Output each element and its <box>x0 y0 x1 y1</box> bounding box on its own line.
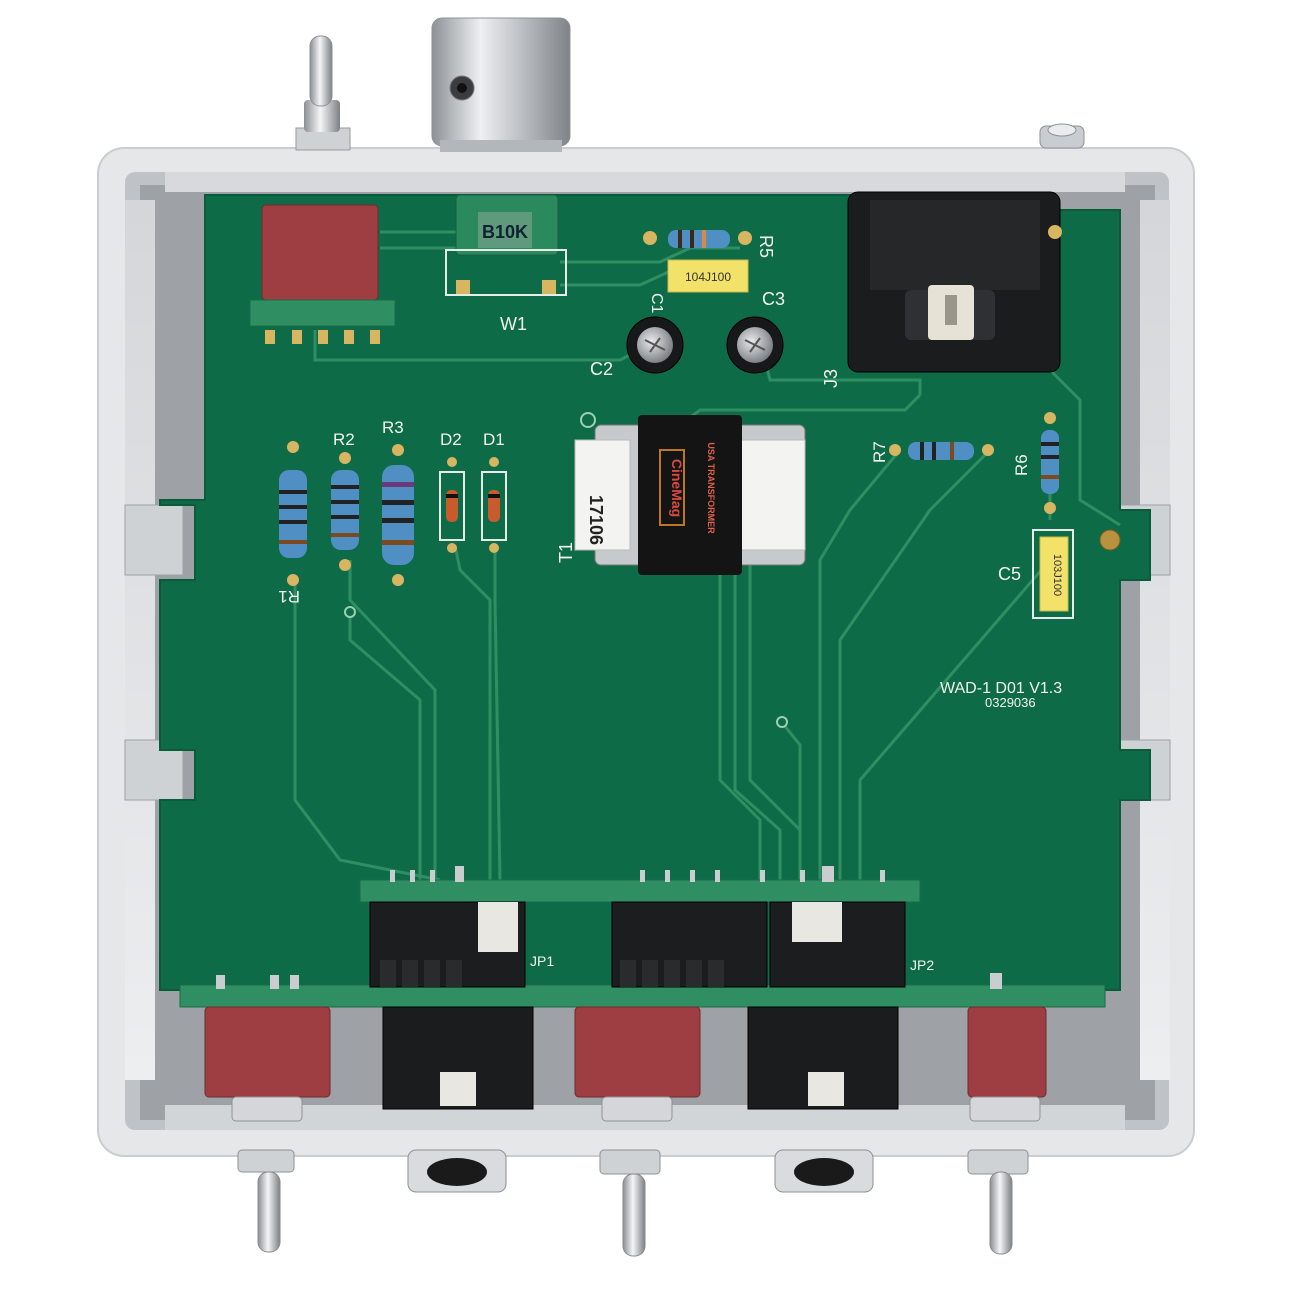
resistor-r7 <box>889 442 994 460</box>
bottom-switch-3-body <box>967 1006 1047 1098</box>
label-c2: C2 <box>590 359 613 379</box>
label-c1: C1 <box>648 293 665 314</box>
bottom-jack-socket-1[interactable] <box>407 1149 507 1193</box>
label-r7: R7 <box>870 441 889 463</box>
pcb-switch-top-left[interactable] <box>249 204 396 344</box>
jack-jp2-upper <box>611 901 906 988</box>
label-w1: W1 <box>500 314 527 334</box>
diode-d2 <box>439 457 465 553</box>
transformer-t1: 17106 CineMag USA TRANSFORMER <box>574 415 806 575</box>
c5-marking: 103J100 <box>1051 554 1063 596</box>
capacitor-c3: 104J100 <box>667 259 749 293</box>
label-c5: C5 <box>998 564 1021 584</box>
resistor-r1 <box>279 441 307 586</box>
bottom-toggle-switch-1[interactable] <box>231 1096 303 1253</box>
level-knob[interactable] <box>431 17 571 152</box>
xlr-connector-j3[interactable] <box>847 191 1062 373</box>
bottom-toggle-switch-2[interactable] <box>599 1096 673 1257</box>
resistor-r6 <box>1041 412 1059 514</box>
bottom-jack-1-body <box>382 1006 534 1110</box>
transformer-subtitle: USA TRANSFORMER <box>706 442 716 534</box>
pcb-board <box>159 194 1151 991</box>
resistor-r2 <box>331 452 359 571</box>
label-j3: J3 <box>821 369 841 388</box>
board-serial: 0329036 <box>985 695 1036 710</box>
potentiometer-w1: B10K <box>445 194 567 296</box>
label-d1: D1 <box>483 430 505 449</box>
label-r6: R6 <box>1012 454 1031 476</box>
top-toggle-switch[interactable] <box>295 35 351 151</box>
label-r1: R1 <box>278 587 300 606</box>
bottom-jack-socket-2[interactable] <box>774 1149 874 1193</box>
label-t1: T1 <box>556 542 576 563</box>
label-r3: R3 <box>382 418 404 437</box>
bottom-switch-1-body <box>204 1006 331 1098</box>
resistor-r5 <box>643 230 752 248</box>
bottom-toggle-switch-3[interactable] <box>967 1096 1041 1255</box>
bottom-jack-2-body <box>747 1006 899 1110</box>
transformer-number: 17106 <box>586 495 606 545</box>
electrolytic-capacitor-left <box>626 316 684 374</box>
jack-jp1-upper <box>369 901 526 988</box>
pot-marking: B10K <box>482 222 528 242</box>
label-d2: D2 <box>440 430 462 449</box>
jack-daughterboard <box>179 866 1106 1008</box>
resistor-r3 <box>382 444 414 586</box>
vias <box>344 412 788 728</box>
label-r5: R5 <box>756 235 776 258</box>
electrolytic-capacitor-right <box>726 316 784 374</box>
c3-marking: 104J100 <box>685 270 731 284</box>
label-jp1: JP1 <box>530 953 554 969</box>
top-right-screw <box>1039 123 1085 149</box>
label-jp2: JP2 <box>910 957 934 973</box>
board-model: WAD-1 D01 V1.3 <box>940 680 1062 697</box>
pcb-traces <box>293 230 1121 882</box>
bottom-switch-2-body <box>574 1006 701 1098</box>
label-c3: C3 <box>762 289 785 309</box>
transformer-brand: CineMag <box>669 459 685 517</box>
capacitor-c5: 103J100 <box>1032 529 1074 619</box>
ground-lug <box>1099 529 1121 551</box>
diode-d1 <box>481 457 507 553</box>
label-r2: R2 <box>333 430 355 449</box>
